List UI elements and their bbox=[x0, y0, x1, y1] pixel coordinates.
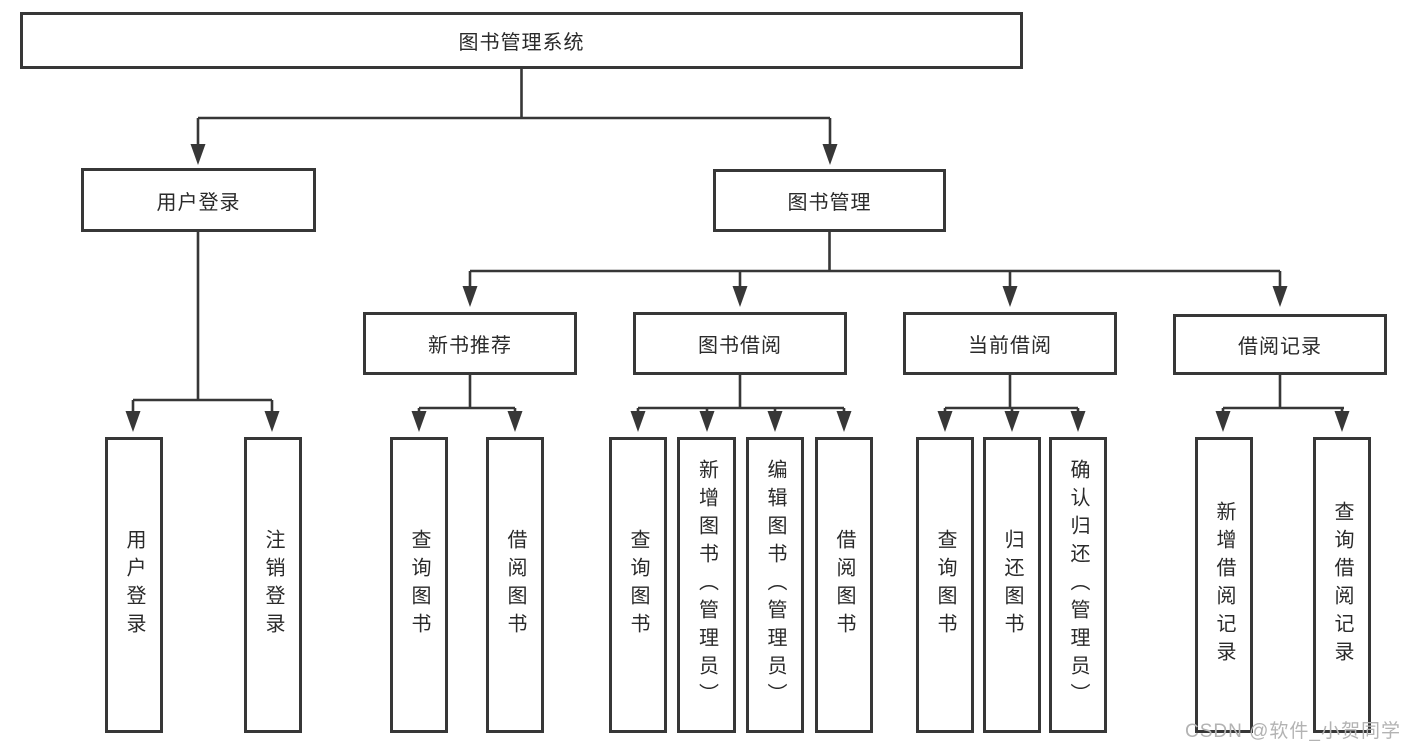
node-leaf-return-books: 归还图书 bbox=[983, 437, 1041, 733]
node-current-borrow: 当前借阅 bbox=[903, 312, 1117, 375]
leaf-label: 查询图书 bbox=[408, 529, 430, 641]
leaf-label: 借阅图书 bbox=[833, 529, 855, 641]
leaf-label: 查询图书 bbox=[627, 529, 649, 641]
node-leaf-edit-books-admin: 编辑图书（管理员） bbox=[746, 437, 804, 733]
node-book-management: 图书管理 bbox=[713, 169, 946, 232]
leaf-label: 借阅图书 bbox=[504, 529, 526, 641]
leaf-label: 编辑图书（管理员） bbox=[764, 459, 786, 711]
node-leaf-add-borrow-record: 新增借阅记录 bbox=[1195, 437, 1253, 733]
node-user-login-group: 用户登录 bbox=[81, 168, 316, 232]
leaf-label: 用户登录 bbox=[123, 529, 145, 641]
node-leaf-query-books-2: 查询图书 bbox=[609, 437, 667, 733]
node-leaf-add-books-admin: 新增图书（管理员） bbox=[677, 437, 736, 733]
node-book-borrow: 图书借阅 bbox=[633, 312, 847, 375]
node-leaf-user-login: 用户登录 bbox=[105, 437, 163, 733]
leaf-label: 归还图书 bbox=[1001, 529, 1023, 641]
node-borrow-records: 借阅记录 bbox=[1173, 314, 1387, 375]
node-leaf-query-borrow-record: 查询借阅记录 bbox=[1313, 437, 1371, 733]
node-leaf-logout: 注销登录 bbox=[244, 437, 302, 733]
leaf-label: 注销登录 bbox=[262, 529, 284, 641]
leaf-label: 新增借阅记录 bbox=[1213, 501, 1235, 669]
node-leaf-borrow-books-1: 借阅图书 bbox=[486, 437, 544, 733]
node-leaf-query-books-1: 查询图书 bbox=[390, 437, 448, 733]
leaf-label: 新增图书（管理员） bbox=[695, 459, 718, 711]
node-leaf-query-books-3: 查询图书 bbox=[916, 437, 974, 733]
node-new-book-recommend: 新书推荐 bbox=[363, 312, 577, 375]
leaf-label: 确认归还（管理员） bbox=[1067, 459, 1089, 711]
node-root-library-system: 图书管理系统 bbox=[20, 12, 1023, 69]
node-leaf-confirm-return-admin: 确认归还（管理员） bbox=[1049, 437, 1107, 733]
csdn-watermark: CSDN @软件_小贺同学 bbox=[1185, 721, 1401, 742]
leaf-label: 查询图书 bbox=[934, 529, 956, 641]
node-leaf-borrow-books-2: 借阅图书 bbox=[815, 437, 873, 733]
leaf-label: 查询借阅记录 bbox=[1331, 501, 1353, 669]
